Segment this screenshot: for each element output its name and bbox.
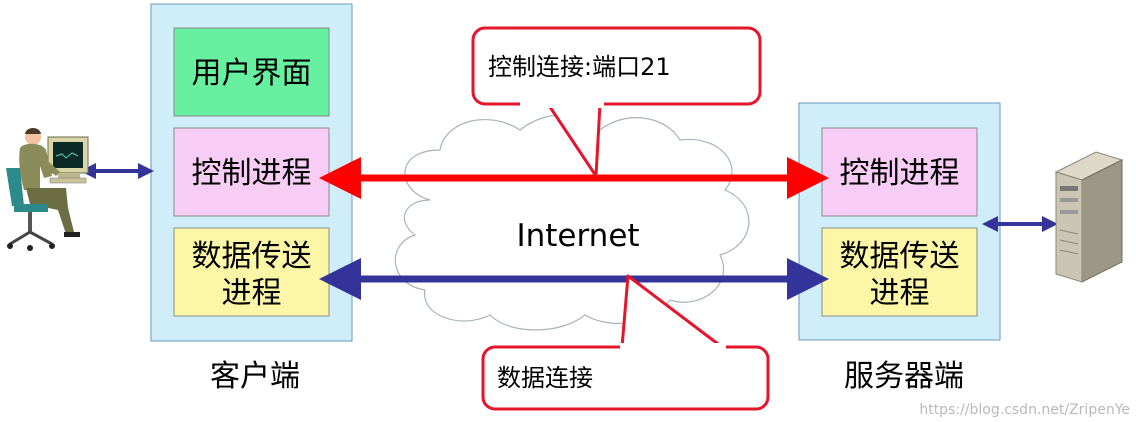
client-control-process-label: 控制进程: [192, 156, 312, 191]
user-at-computer-icon: [6, 128, 89, 251]
data-connection-label: 数据连接: [497, 364, 593, 392]
control-connection-callout: 控制连接:端口21: [471, 26, 762, 178]
internet-cloud: Internet: [394, 114, 750, 331]
internet-label: Internet: [516, 218, 639, 254]
server-data-process-label-line1: 数据传送: [840, 239, 960, 274]
client-data-process-label-line1: 数据传送: [192, 239, 312, 274]
server-control-process-label: 控制进程: [840, 156, 960, 191]
watermark: https://blog.csdn.net/ZripenYe: [919, 402, 1130, 418]
client-data-process-label-line2: 进程: [222, 276, 282, 311]
data-connection-callout: 数据连接: [481, 274, 770, 411]
server-caption: 服务器端: [844, 359, 964, 394]
user-interface-box: [173, 27, 330, 117]
server-machine-icon: [1054, 151, 1124, 283]
client-caption: 客户端: [210, 359, 300, 394]
client-control-process-box: [173, 127, 330, 217]
server-data-process-box: [821, 227, 978, 317]
user-interface-label: 用户界面: [192, 56, 312, 91]
control-connection-label: 控制连接:端口21: [488, 53, 671, 81]
server-panel: 控制进程 数据传送 进程: [798, 102, 1001, 341]
client-panel: 用户界面 控制进程 数据传送 进程: [150, 3, 353, 342]
client-data-process-box: [173, 227, 330, 317]
server-data-process-label-line2: 进程: [870, 276, 930, 311]
server-control-process-box: [821, 127, 978, 217]
